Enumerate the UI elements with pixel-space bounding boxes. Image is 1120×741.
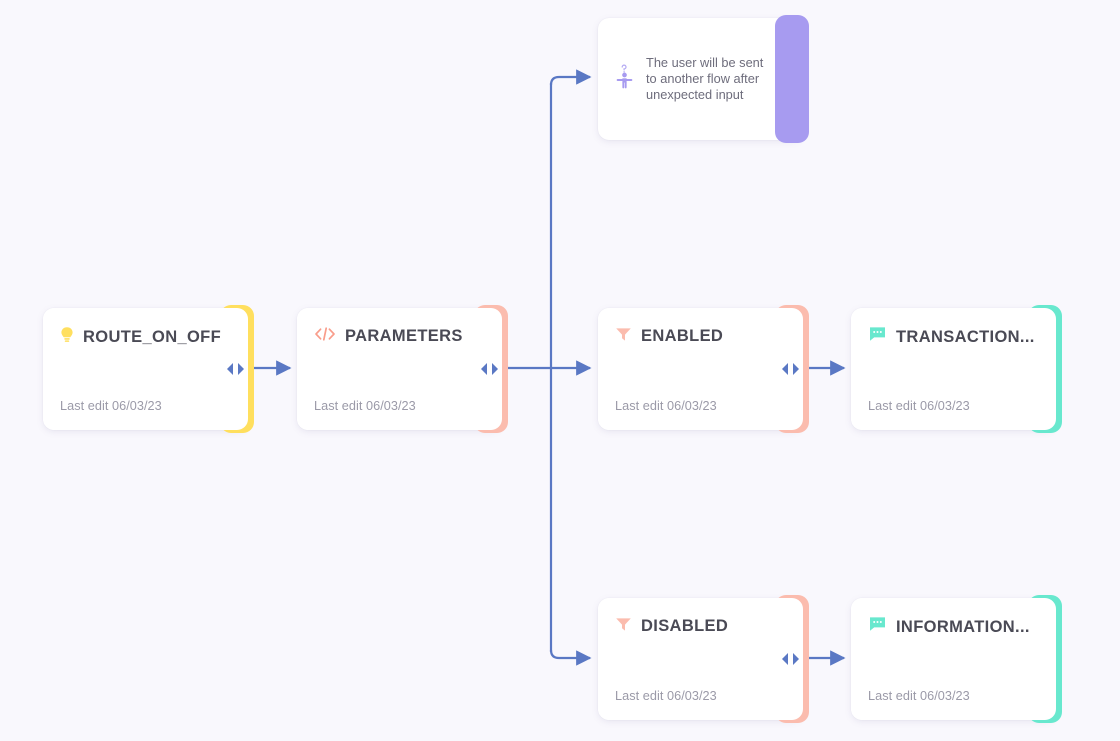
flow-node-unexpected-input-note[interactable]: The user will be sent to another flow af… — [598, 15, 809, 143]
connector-handle-parameters[interactable] — [481, 362, 498, 375]
chat-bubble-icon — [868, 616, 887, 638]
chat-bubble-icon — [868, 326, 887, 348]
node-title: PARAMETERS — [345, 327, 463, 345]
node-accent-bar — [775, 15, 809, 143]
lightbulb-icon — [60, 326, 74, 349]
node-title: INFORMATION... — [896, 617, 1030, 636]
flow-node-parameters[interactable]: PARAMETERS Last edit 06/03/23 — [297, 305, 508, 433]
filter-icon — [615, 326, 632, 347]
note-text: The user will be sent to another flow af… — [646, 54, 764, 103]
node-last-edit: Last edit 06/03/23 — [868, 689, 970, 703]
node-title: TRANSACTION... — [896, 327, 1035, 346]
node-last-edit: Last edit 06/03/23 — [314, 399, 416, 413]
connector-handle-route-on-off[interactable] — [227, 362, 244, 375]
node-title: DISABLED — [641, 617, 729, 635]
node-last-edit: Last edit 06/03/23 — [868, 399, 970, 413]
flow-node-route-on-off[interactable]: ROUTE_ON_OFF Last edit 06/03/23 — [43, 305, 254, 433]
person-question-icon — [615, 64, 637, 95]
flow-node-disabled[interactable]: DISABLED Last edit 06/03/23 — [598, 595, 809, 723]
node-last-edit: Last edit 06/03/23 — [60, 399, 162, 413]
node-title: ENABLED — [641, 327, 724, 345]
node-title: ROUTE_ON_OFF — [83, 328, 222, 346]
flow-node-enabled[interactable]: ENABLED Last edit 06/03/23 — [598, 305, 809, 433]
filter-icon — [615, 616, 632, 637]
node-last-edit: Last edit 06/03/23 — [615, 399, 717, 413]
node-last-edit: Last edit 06/03/23 — [615, 689, 717, 703]
connector-handle-disabled[interactable] — [782, 652, 799, 665]
edge-parameters-to-disabled — [549, 649, 592, 666]
flow-node-information[interactable]: INFORMATION... Last edit 06/03/23 — [851, 595, 1062, 723]
code-icon — [314, 326, 336, 347]
edge-parameters-to-note — [549, 69, 592, 86]
connector-handle-enabled[interactable] — [782, 362, 799, 375]
flow-node-transaction[interactable]: TRANSACTION... Last edit 06/03/23 — [851, 305, 1062, 433]
